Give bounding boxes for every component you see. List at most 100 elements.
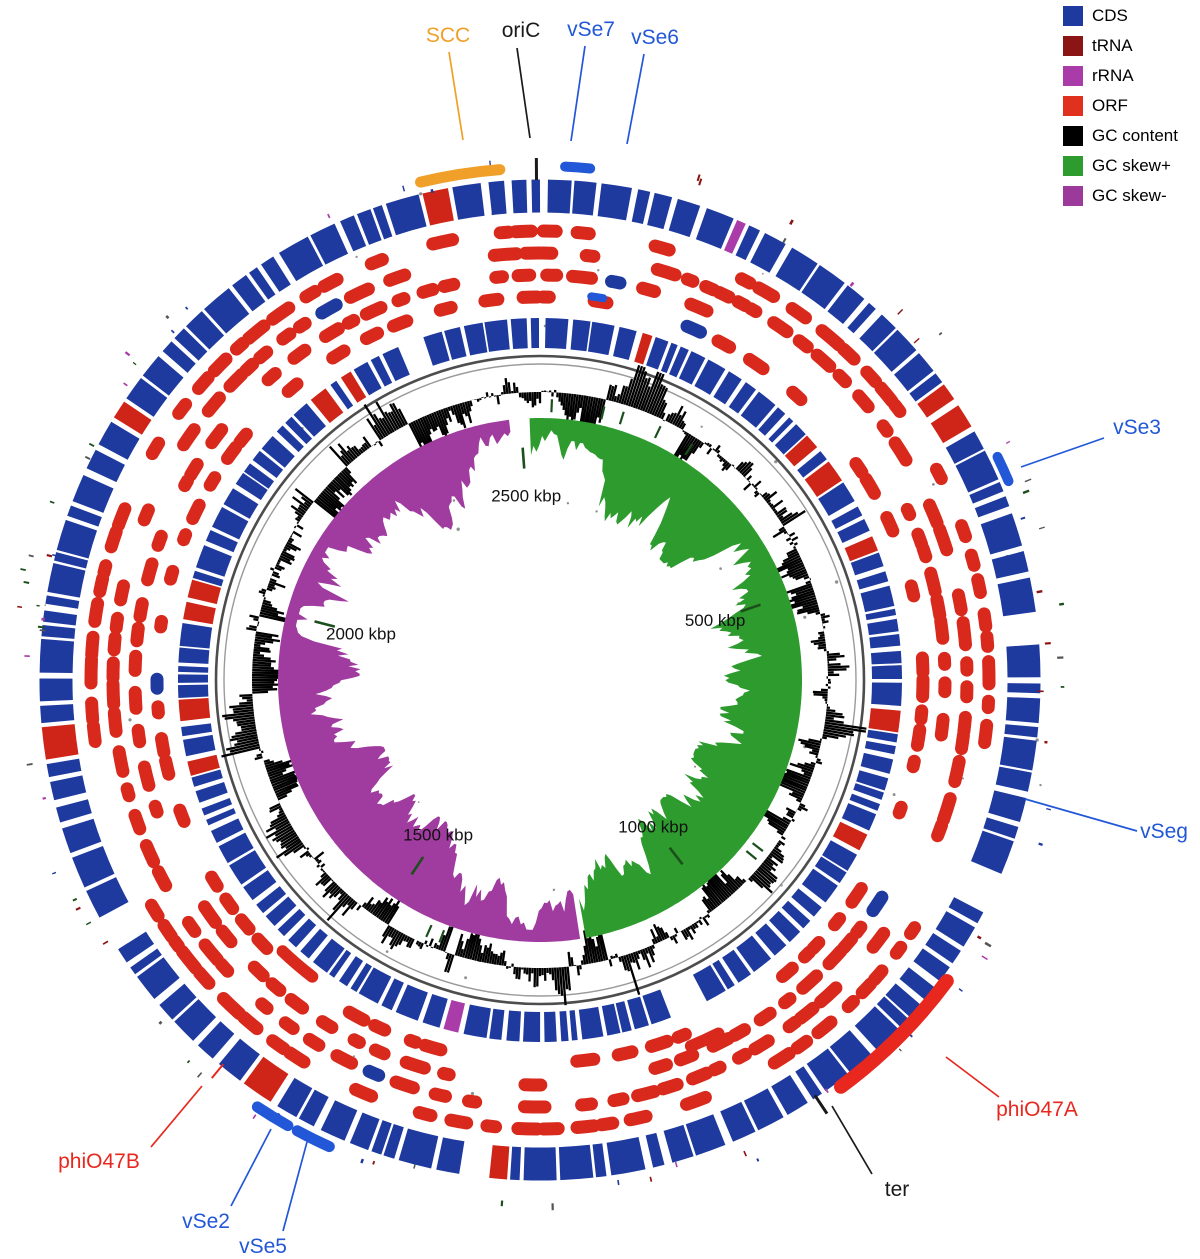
ring-orf-row-1 xyxy=(84,224,996,1136)
marker-vSe2 xyxy=(251,1101,294,1132)
annotation-label-phiO47B: phiO47B xyxy=(58,1150,140,1173)
outer-scatter-tick xyxy=(1022,489,1030,495)
scatter-dot xyxy=(719,567,722,570)
scatter-dot xyxy=(700,425,703,428)
ring-cds-outer xyxy=(41,188,972,1180)
outer-scatter-tick xyxy=(696,174,701,182)
leader-line-vSe6 xyxy=(626,53,645,145)
scatter-dot xyxy=(597,269,600,272)
kbp-label: 2000 kbp xyxy=(326,624,396,643)
outer-scatter-tick xyxy=(52,554,57,557)
marker-vSe7 xyxy=(560,161,596,174)
legend-swatch-icon xyxy=(1063,96,1083,116)
kbp-tick xyxy=(521,447,526,469)
ring-cds-inner xyxy=(177,318,902,1042)
scatter-dot xyxy=(385,950,389,953)
gc-content-ring xyxy=(221,364,867,1006)
legend-swatch-icon xyxy=(1063,66,1083,86)
annotation-label-vSe7: vSe7 xyxy=(567,18,615,41)
inner-blue-tick xyxy=(587,292,608,303)
outer-scatter-tick xyxy=(46,553,53,558)
backbone-circle-inner xyxy=(223,363,857,997)
outer-scatter-tick xyxy=(37,625,45,629)
minor-tick xyxy=(684,443,694,456)
legend-item-gc-content: GC content xyxy=(1063,126,1178,146)
legend-label: rRNA xyxy=(1092,66,1134,85)
outer-scatter-tick xyxy=(84,455,91,460)
outer-scatter-tick xyxy=(938,331,943,336)
ring-orf-row-4 xyxy=(151,290,930,1068)
minor-tick xyxy=(745,850,758,861)
outer-scatter-tick xyxy=(1005,440,1011,444)
ring-cds-inner xyxy=(178,332,901,851)
scatter-dot xyxy=(355,255,358,259)
outer-scatter-tick xyxy=(28,554,34,558)
legend-item-gc-skew-: GC skew+ xyxy=(1063,156,1178,176)
minor-tick xyxy=(550,399,554,413)
scatter-dot xyxy=(44,604,47,606)
outer-scatter-tick xyxy=(756,1158,760,1162)
marker-SCC xyxy=(415,164,506,188)
marker-phiO47B xyxy=(211,1063,225,1079)
outer-scatter-tick xyxy=(402,185,406,192)
marker-vSe3 xyxy=(992,451,1014,487)
phiO47B-prophage-arc xyxy=(276,945,319,983)
outer-scatter-tick xyxy=(674,1161,678,1168)
leader-line-vSe2 xyxy=(230,1128,272,1207)
gc-skew-positive xyxy=(529,418,802,938)
outer-scatter-tick xyxy=(1020,516,1026,520)
legend-item-trna: tRNA xyxy=(1063,36,1178,56)
outer-scatter-tick xyxy=(789,219,794,226)
kbp-label: 1500 kbp xyxy=(403,825,473,844)
legend-label: ORF xyxy=(1092,96,1128,115)
minor-tick xyxy=(600,406,606,420)
kbp-tick xyxy=(314,620,336,628)
legend-swatch-icon xyxy=(1063,126,1083,146)
scatter-dot xyxy=(552,888,556,892)
kbp-label: 500 kbp xyxy=(685,611,746,630)
ring-orf-row-3 xyxy=(128,268,952,1092)
outer-scatter-tick xyxy=(897,308,904,315)
outer-scatter-tick xyxy=(898,1048,902,1052)
outer-scatter-tick xyxy=(360,1158,365,1164)
outer-scatter-tick xyxy=(913,337,920,344)
outer-scatter-tick xyxy=(1036,589,1043,594)
annotation-label-SCC: SCC xyxy=(425,24,471,47)
leader-line-vSeg xyxy=(1024,798,1138,832)
kbp-tick xyxy=(740,603,761,613)
outer-scatter-tick xyxy=(743,1150,747,1157)
outer-scatter-tick xyxy=(88,442,95,447)
annotation-label-phiO47A: phiO47A xyxy=(996,1098,1078,1121)
outer-scatter-tick xyxy=(958,988,963,992)
minor-tick xyxy=(425,924,433,938)
scatter-dot xyxy=(464,976,468,980)
outer-scatter-tick xyxy=(49,500,55,504)
outer-scatter-tick xyxy=(1024,478,1032,483)
outer-scatter-tick xyxy=(75,906,81,911)
legend-item-rrna: rRNA xyxy=(1063,66,1178,86)
outer-scatter-tick xyxy=(85,921,92,926)
outer-scatter-tick xyxy=(984,941,992,948)
scatter-dot xyxy=(456,527,460,531)
outer-scatter-tick xyxy=(102,940,109,945)
scatter-dot xyxy=(419,192,423,196)
ring-cds-outer xyxy=(39,179,1041,1181)
outer-scatter-tick xyxy=(197,1072,203,1078)
outer-scatter-tick xyxy=(372,1160,376,1165)
outer-scatter-tick xyxy=(1046,807,1051,811)
scatter-dot xyxy=(761,272,764,275)
legend-swatch-icon xyxy=(1063,186,1083,206)
leader-line-phiO47B xyxy=(150,1085,203,1148)
leader-line-oriC xyxy=(516,47,531,139)
backbone-circle xyxy=(214,354,866,1006)
annotation-label-vSeg: vSeg xyxy=(1140,820,1188,843)
legend-item-orf: ORF xyxy=(1063,96,1178,116)
annotation-label-vSe3: vSe3 xyxy=(1113,416,1161,439)
outer-scatter-tick xyxy=(20,568,26,571)
scatter-dot xyxy=(595,510,598,513)
outer-scatter-tick xyxy=(184,306,189,310)
ring-orf-row-2 xyxy=(106,246,974,1114)
scatter-dot xyxy=(961,777,964,780)
marker-phiO47A xyxy=(834,974,954,1094)
outer-scatter-tick xyxy=(849,281,855,287)
